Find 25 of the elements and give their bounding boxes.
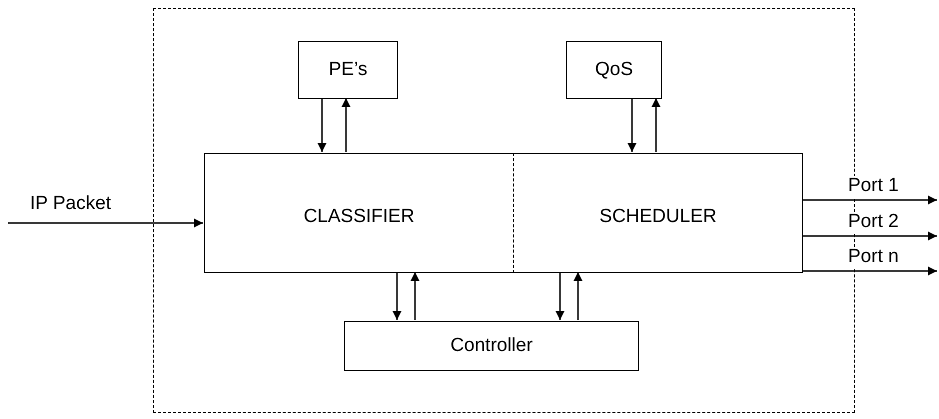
process-box (514, 153, 803, 273)
arrow (652, 98, 660, 152)
process-box (344, 321, 639, 371)
arrow (628, 98, 636, 152)
arrow (802, 266, 937, 276)
arrow (318, 98, 326, 152)
arrow (8, 218, 203, 228)
edge-label: Port n (848, 247, 899, 268)
process-box (204, 153, 514, 273)
process-box (298, 41, 398, 99)
arrow (802, 232, 937, 240)
arrow (574, 272, 582, 320)
edge-label: Port 2 (848, 212, 899, 233)
arrow (802, 196, 937, 204)
node-label: Controller (450, 335, 533, 357)
arrow (556, 272, 564, 320)
node-label: QoS (594, 59, 634, 81)
node-label: PE’s (328, 59, 368, 81)
node-label: SCHEDULER (599, 205, 717, 228)
node-label: CLASSIFIER (304, 205, 414, 228)
arrow (342, 98, 350, 152)
edge-label: Port 1 (848, 176, 899, 197)
arrow (410, 272, 420, 320)
arrow (392, 272, 402, 320)
process-box (566, 41, 662, 99)
